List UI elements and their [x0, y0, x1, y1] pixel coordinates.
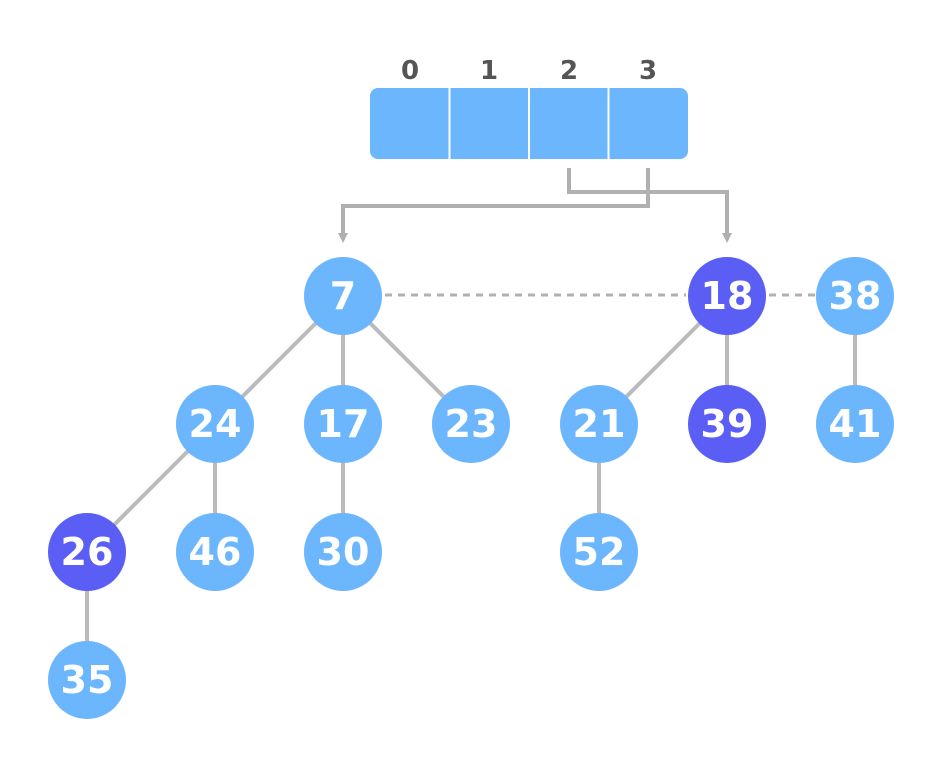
node-key: 21	[573, 402, 626, 446]
node-circle	[560, 513, 638, 591]
node-key: 30	[317, 530, 370, 574]
node-key: 52	[573, 530, 626, 574]
node-circle	[816, 257, 894, 335]
heap-node-18: 18	[688, 257, 766, 335]
heap-node-52: 52	[560, 513, 638, 591]
node-key: 38	[829, 274, 882, 318]
marked-node-circle	[688, 257, 766, 335]
node-circle	[816, 385, 894, 463]
array-index-label: 1	[480, 56, 498, 86]
pointer-slot-2-to-node-18	[567, 168, 732, 243]
tree-edges	[85, 294, 857, 680]
node-key: 46	[189, 530, 242, 574]
node-key: 26	[61, 530, 114, 574]
heap-node-39: 39	[688, 385, 766, 463]
heap-node-35: 35	[48, 641, 126, 719]
array-pointers	[338, 168, 732, 243]
node-key: 23	[445, 402, 498, 446]
node-key: 39	[701, 402, 754, 446]
node-circle	[176, 513, 254, 591]
heap-node-17: 17	[304, 385, 382, 463]
heap-node-46: 46	[176, 513, 254, 591]
heap-node-24: 24	[176, 385, 254, 463]
heap-node-7: 7	[304, 257, 382, 335]
heap-node-38: 38	[816, 257, 894, 335]
node-circle	[48, 641, 126, 719]
pointer-slot-3-to-node-7	[338, 168, 650, 243]
node-key: 24	[189, 402, 242, 446]
array-index-label: 3	[639, 56, 657, 86]
node-key: 7	[330, 274, 356, 318]
node-circle	[176, 385, 254, 463]
heap-node-23: 23	[432, 385, 510, 463]
heap-node-41: 41	[816, 385, 894, 463]
tree-nodes: 7 24 17 23 26 46 30 35 18 21 39 52 38 41	[48, 257, 894, 719]
array-index-label: 0	[401, 56, 419, 86]
degree-array: 0 1 2 3	[370, 56, 688, 159]
node-circle	[304, 385, 382, 463]
node-key: 35	[61, 658, 114, 702]
node-key: 18	[701, 274, 754, 318]
node-circle	[560, 385, 638, 463]
marked-node-circle	[688, 385, 766, 463]
heap-node-21: 21	[560, 385, 638, 463]
node-circle	[432, 385, 510, 463]
heap-node-26: 26	[48, 513, 126, 591]
marked-node-circle	[48, 513, 126, 591]
array-index-label: 2	[560, 56, 578, 86]
node-key: 41	[829, 402, 882, 446]
node-circle	[304, 257, 382, 335]
node-circle	[304, 513, 382, 591]
node-key: 17	[317, 402, 370, 446]
heap-node-30: 30	[304, 513, 382, 591]
